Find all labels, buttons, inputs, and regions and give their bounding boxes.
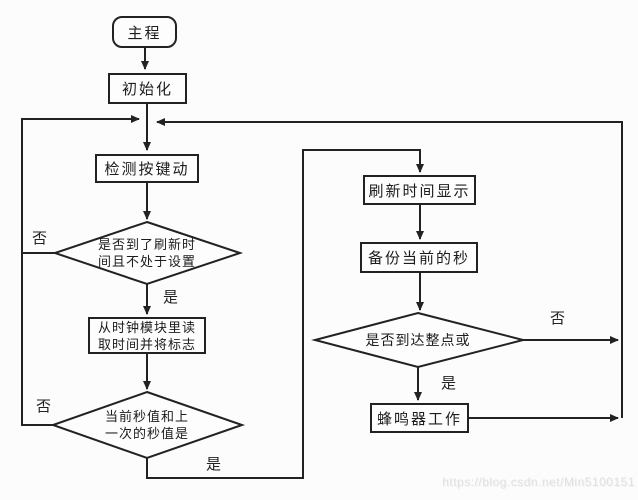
edge-left-feedback <box>21 115 140 426</box>
backup-second-node: 备份当前的秒 <box>360 242 478 273</box>
decision-second-diamond <box>49 390 246 460</box>
watermark-url: https://blog.csdn.net/Min5100151 <box>442 475 635 489</box>
edge-decision2-refresh <box>146 149 424 479</box>
edge-right-feedback <box>156 118 623 418</box>
decision-refresh-diamond <box>51 220 244 286</box>
refresh-display-node: 刷新时间显示 <box>363 175 476 205</box>
detect-key-node: 检测按键动 <box>95 154 199 183</box>
decision-hour-diamond <box>311 311 524 369</box>
start-node: 主程 <box>112 16 177 48</box>
init-node: 初始化 <box>108 73 187 104</box>
read-clock-line1: 从时钟模块里读 <box>97 319 196 335</box>
buzzer-node: 蜂鸣器工作 <box>370 403 469 433</box>
read-clock-node: 从时钟模块里读 取时间并将标志 <box>88 317 206 354</box>
read-clock-line2: 取时间并将标志 <box>97 336 196 352</box>
